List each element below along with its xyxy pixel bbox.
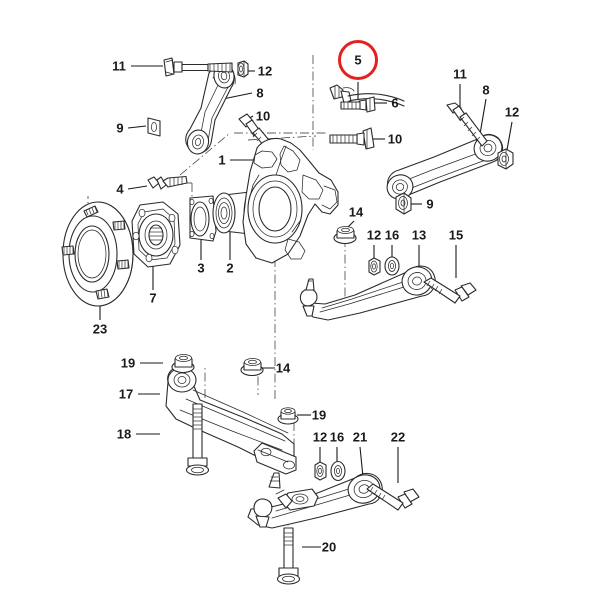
stabilizer-link-5 [329,84,405,107]
callout-19-upper[interactable]: 19 [120,355,136,371]
callout-19-lower[interactable]: 19 [311,407,327,423]
nut-19-lower [277,407,299,425]
callout-13-lower-arm[interactable]: 13 [411,227,427,243]
upper-control-arm-right [386,133,504,200]
callout-12-mid[interactable]: 12 [366,227,382,243]
callout-7-wheel-hub[interactable]: 7 [149,290,157,306]
callout-6-link-bolt[interactable]: 6 [391,95,399,111]
lower-control-arm-21 [247,472,383,529]
callout-5-stabilizer-link[interactable]: 5 [354,52,362,68]
nut-12-upper-right [497,148,514,170]
bolt-18 [185,403,210,476]
washer-12-mid [368,257,381,276]
wheel-knuckle-1 [242,137,339,264]
callout-4[interactable]: 4 [116,181,124,197]
callout-20-bolt[interactable]: 20 [321,539,337,555]
callout-3-backing-plate[interactable]: 3 [197,260,205,276]
callout-15-bolt[interactable]: 15 [448,227,464,243]
callout-12-upper-right[interactable]: 12 [504,104,520,120]
nut-9-upper-right [395,192,412,215]
nut-12-upper-left [237,60,249,78]
bolt-4-hub [147,175,188,190]
bolt-11-upper-right [446,102,488,147]
callout-9-upper-left[interactable]: 9 [116,120,124,136]
callout-16-mid[interactable]: 16 [384,227,400,243]
washer-9-upper-left [147,117,161,137]
bolt-22 [366,483,420,511]
callout-10-center[interactable]: 10 [387,131,403,147]
bolt-6-link [340,96,376,113]
callout-12-upper-left[interactable]: 12 [257,63,273,79]
washer-16-lower [330,460,346,482]
bolt-10-center [329,127,375,150]
callout-8-upper-left[interactable]: 8 [256,85,264,101]
washer-16-mid [384,256,400,276]
callout-11-upper-right[interactable]: 11 [453,66,467,82]
callout-23-brake-disc[interactable]: 23 [92,321,108,337]
callout-8-upper-right[interactable]: 8 [482,82,490,98]
wheel-bearing-2 [212,191,257,235]
wheel-studs [61,205,130,300]
callout-21-control-arm[interactable]: 21 [352,429,368,445]
callout-2-bearing[interactable]: 2 [226,260,234,276]
washer-12-lower [314,461,327,481]
bolt-11-upper-left [163,57,233,77]
callout-18-bolt[interactable]: 18 [116,426,132,442]
nut-14-upper [333,226,357,245]
callout-11-upper-left[interactable]: 11 [112,58,126,74]
callout-22-bolt[interactable]: 22 [390,429,406,445]
callout-16-lower[interactable]: 16 [329,429,345,445]
wheel-hub-7 [131,201,181,268]
bolt-15 [423,277,477,304]
backing-plate-3 [189,195,217,242]
callout-10-upper-left[interactable]: 10 [255,108,271,124]
callout-12-lower[interactable]: 12 [312,429,328,445]
callout-1-knuckle[interactable]: 1 [218,152,226,168]
nut-14-lower [240,358,264,377]
bolt-20 [276,527,301,585]
callout-9-upper-right[interactable]: 9 [426,196,434,212]
callout-14-lower[interactable]: 14 [275,360,291,376]
callout-14-upper[interactable]: 14 [348,204,364,220]
callout-17-track-arm[interactable]: 17 [118,386,134,402]
brake-disc-23 [61,201,134,307]
nut-19-upper [171,354,195,374]
